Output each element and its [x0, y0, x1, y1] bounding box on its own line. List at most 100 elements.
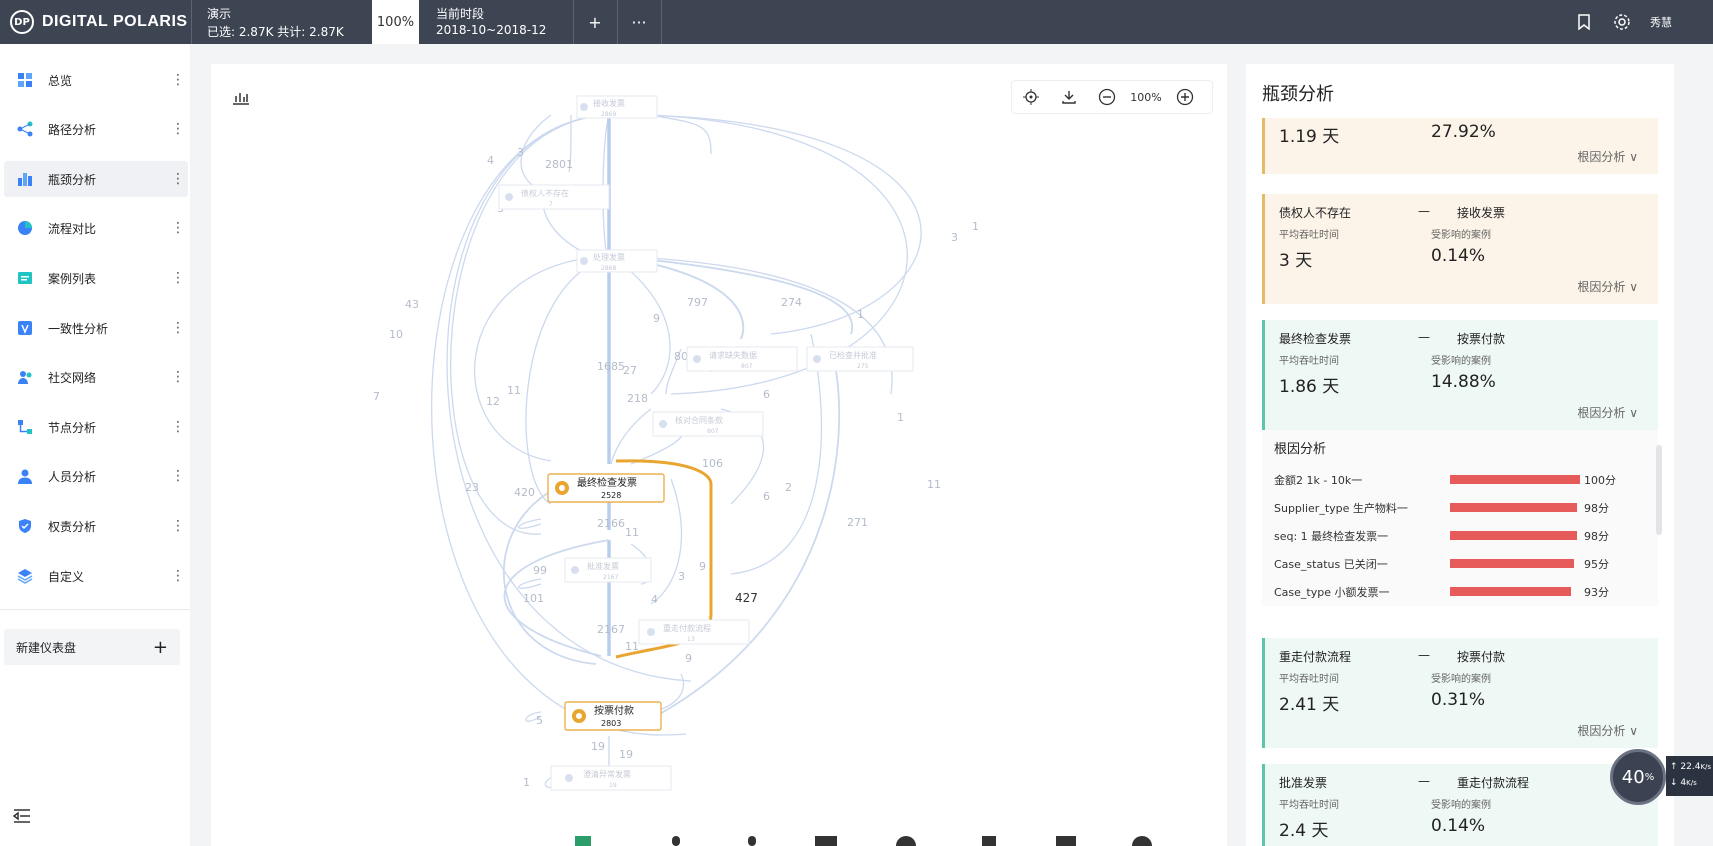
dataset-selector[interactable]: 演示 已选: 2.87K 共计: 2.87K: [207, 0, 367, 44]
root-cause-toggle[interactable]: 根因分析 ∨: [1577, 148, 1638, 165]
chart-toggle-icon[interactable]: [232, 89, 250, 105]
more-icon[interactable]: ⋮: [171, 171, 185, 187]
root-cause-row[interactable]: Case_status 已关闭一 95分: [1274, 554, 1654, 572]
root-cause-row[interactable]: seq: 1 最终检查发票一 98分: [1274, 526, 1654, 544]
root-cause-toggle[interactable]: 根因分析 ∨: [1577, 278, 1638, 295]
edge: [518, 578, 542, 589]
taskbar-icon[interactable]: [1056, 836, 1076, 846]
taskbar-icon[interactable]: [748, 836, 756, 846]
edge-label: 797: [687, 296, 708, 309]
node-clarify-invoice[interactable]: 澄清异常发票 19: [550, 765, 672, 791]
zoom-out-icon[interactable]: [1088, 88, 1126, 106]
node-receive-invoice[interactable]: 接收发票 2869: [576, 95, 658, 119]
sidebar-item-custom[interactable]: 自定义 ⋮: [4, 558, 188, 594]
edge-label: 271: [847, 516, 868, 529]
avg-throughput-label: 平均吞吐时间: [1279, 230, 1339, 241]
node-approve-invoice[interactable]: 批准发票 2167: [564, 557, 652, 583]
edge-label: 99: [533, 564, 547, 577]
arrow-dash: —: [1418, 204, 1430, 218]
sidebar-item-person-analysis[interactable]: 人员分析 ⋮: [4, 458, 188, 494]
taskbar-icon[interactable]: [815, 836, 837, 846]
process-map-canvas[interactable]: [211, 64, 1227, 846]
sidebar-item-label: 一致性分析: [48, 321, 109, 336]
node-final-check[interactable]: 最终检查发票 2528: [547, 473, 665, 503]
faded-nodes: 接收发票 2869 债权人不存在 7 处理发票 2868 请求缺失数据 807 …: [498, 95, 914, 791]
root-cause-toggle[interactable]: 根因分析 ∨: [1577, 722, 1638, 739]
divider: [191, 0, 192, 44]
root-cause-row[interactable]: 金额2 1k - 10k一 100分: [1274, 470, 1654, 488]
add-button[interactable]: +: [588, 12, 602, 32]
sidebar-item-bottleneck[interactable]: 瓶颈分析 ⋮: [4, 161, 188, 197]
node-creditor-missing[interactable]: 债权人不存在 7: [498, 184, 610, 210]
more-icon[interactable]: ⋮: [171, 220, 185, 236]
edge-label: 11: [927, 478, 941, 491]
sidebar-item-conformance[interactable]: 一致性分析 ⋮: [4, 310, 188, 346]
shield-icon: [16, 517, 34, 535]
taskbar-icon[interactable]: [575, 836, 591, 846]
new-dashboard-button[interactable]: 新建仪表盘 +: [4, 629, 180, 665]
bookmark-icon[interactable]: [1572, 0, 1596, 44]
bottleneck-card[interactable]: 重走付款流程 — 按票付款 平均吞吐时间 受影响的案例 2.41 天 0.31%…: [1262, 638, 1658, 748]
more-icon[interactable]: ⋮: [171, 72, 185, 88]
period-selector[interactable]: 当前时段 2018-10~2018-12: [436, 0, 566, 44]
gear-icon[interactable]: [1610, 0, 1634, 44]
more-icon[interactable]: ⋮: [171, 320, 185, 336]
more-button[interactable]: ···: [631, 12, 647, 32]
sidebar-item-path-analysis[interactable]: 路径分析 ⋮: [4, 111, 188, 147]
panel-scrollbar[interactable]: [1656, 445, 1662, 535]
more-icon[interactable]: ⋮: [171, 518, 185, 534]
bottleneck-card[interactable]: 债权人不存在 — 接收发票 平均吞吐时间 受影响的案例 3 天 0.14% 根因…: [1262, 194, 1658, 304]
node-request-missing-data[interactable]: 请求缺失数据 807: [686, 346, 798, 372]
sidebar-item-responsibility[interactable]: 权责分析 ⋮: [4, 508, 188, 544]
locate-icon[interactable]: [1012, 89, 1050, 105]
node-process-invoice[interactable]: 处理发票 2868: [576, 249, 658, 273]
more-icon[interactable]: ⋮: [171, 369, 185, 385]
bottleneck-card[interactable]: 1.19 天 27.92% 根因分析 ∨: [1262, 118, 1658, 174]
bottleneck-card[interactable]: 批准发票 — 重走付款流程 平均吞吐时间 受影响的案例 2.4 天 0.14%: [1262, 764, 1658, 846]
more-icon[interactable]: ⋮: [171, 121, 185, 137]
divider: [573, 0, 574, 44]
highlighted-edge[interactable]: [615, 459, 713, 659]
node-verify-contract[interactable]: 核对合同条款 807: [652, 411, 764, 437]
sidebar-item-node-analysis[interactable]: 节点分析 ⋮: [4, 409, 188, 445]
more-icon[interactable]: ⋮: [171, 468, 185, 484]
bottleneck-card[interactable]: 最终检查发票 — 按票付款 平均吞吐时间 受影响的案例 1.86 天 14.88…: [1262, 320, 1658, 430]
edge-label: 101: [523, 592, 544, 605]
affected-cases-value: 0.31%: [1431, 690, 1486, 710]
filter-percent[interactable]: 100%: [372, 0, 419, 44]
node-redo-payment[interactable]: 重走付款流程 13: [638, 619, 750, 645]
sidebar-item-overview[interactable]: 总览 ⋮: [4, 62, 188, 98]
score-text: 100分: [1584, 474, 1616, 487]
more-icon[interactable]: ⋮: [171, 419, 185, 435]
arrow-dash: —: [1418, 648, 1430, 662]
user-name[interactable]: 秀慧: [1650, 16, 1672, 29]
node-pay-invoice[interactable]: 按票付款 2803: [564, 701, 662, 731]
node-label: 接收发票: [593, 98, 625, 108]
root-cause-row[interactable]: Supplier_type 生产物料一 98分: [1274, 498, 1654, 516]
more-icon[interactable]: ⋮: [171, 270, 185, 286]
node-checked-approved[interactable]: 已检查并批准 275: [806, 346, 914, 372]
taskbar-icon[interactable]: [672, 836, 680, 846]
taskbar-icon[interactable]: [896, 836, 916, 846]
sidebar-item-process-compare[interactable]: 流程对比 ⋮: [4, 210, 188, 246]
taskbar-icon[interactable]: [982, 836, 996, 846]
app-logo[interactable]: DP DIGITAL POLARIS: [10, 10, 188, 34]
node-count: 19: [609, 782, 617, 789]
sidebar-item-label: 总览: [48, 73, 73, 88]
node-count: 807: [741, 363, 753, 370]
sidebar-item-label: 路径分析: [48, 122, 97, 137]
from-activity: 最终检查发票: [1279, 332, 1352, 346]
sidebar-item-social-network[interactable]: 社交网络 ⋮: [4, 359, 188, 395]
edge: [450, 114, 610, 535]
more-icon[interactable]: ⋮: [171, 568, 185, 584]
zoom-in-icon[interactable]: [1166, 88, 1204, 106]
edge-label: 27: [623, 364, 637, 377]
download-icon[interactable]: [1050, 89, 1088, 105]
taskbar-icon[interactable]: [1132, 836, 1152, 846]
sidebar-item-label: 社交网络: [48, 370, 97, 385]
edge-label: 1685: [597, 360, 625, 373]
root-cause-toggle[interactable]: 根因分析 ∨: [1577, 404, 1638, 421]
sidebar-item-case-list[interactable]: 案例列表 ⋮: [4, 260, 188, 296]
root-cause-row[interactable]: Case_type 小额发票一 93分: [1274, 582, 1654, 600]
collapse-menu-icon[interactable]: [12, 808, 32, 828]
